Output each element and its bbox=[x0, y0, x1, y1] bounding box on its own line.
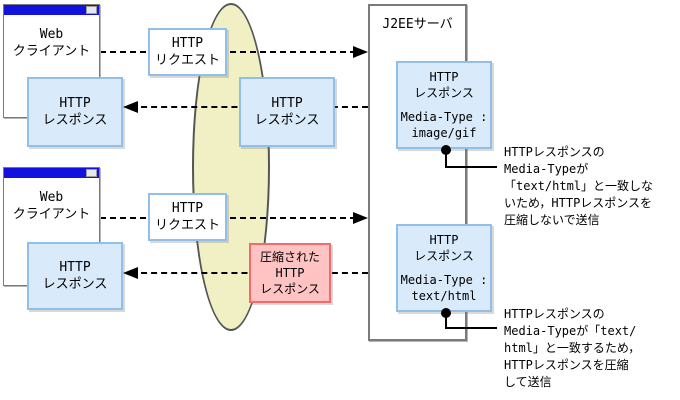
callout-line-horizontal-bottom bbox=[445, 327, 497, 329]
server-response-box-top: HTTP レスポンス Media-Type : image/gif bbox=[396, 61, 492, 149]
request-line-bottom bbox=[100, 217, 356, 219]
response-arrowhead-top-icon bbox=[123, 101, 138, 113]
callout-dot-top bbox=[441, 145, 451, 155]
window-button-icon bbox=[86, 169, 97, 177]
request-box-bottom: HTTP リクエスト bbox=[148, 193, 227, 241]
server-response-box-bottom: HTTP レスポンス Media-Type : text/html bbox=[396, 224, 492, 312]
server-response-media-type-top: Media-Type : image/gif bbox=[400, 110, 488, 140]
request-box-top: HTTP リクエスト bbox=[148, 28, 227, 76]
server-response-title-top: HTTP レスポンス bbox=[414, 70, 474, 100]
request-arrowhead-top-icon bbox=[353, 46, 368, 58]
client-response-box-bottom: HTTP レスポンス bbox=[27, 242, 123, 310]
annotation-bottom: HTTPレスポンスの Media-Typeが「text/ html」と一致するた… bbox=[504, 307, 641, 389]
response-arrowhead-bottom-icon bbox=[123, 267, 138, 279]
window-button-icon bbox=[86, 6, 97, 14]
client-label-top: Web クライアント bbox=[12, 27, 91, 59]
response-box-middle: HTTP レスポンス bbox=[239, 77, 335, 147]
request-line-top bbox=[100, 51, 356, 53]
window-titlebar bbox=[4, 5, 99, 15]
annotation-top: HTTPレスポンスの Media-Typeが 「text/html」と一致しな … bbox=[504, 145, 654, 227]
server-response-media-type-bottom: Media-Type : text/html bbox=[400, 273, 488, 303]
client-label-bottom: Web クライアント bbox=[12, 190, 91, 222]
request-arrowhead-bottom-icon bbox=[353, 212, 368, 224]
callout-dot-bottom bbox=[441, 308, 451, 318]
compressed-response-box: 圧縮された HTTP レスポンス bbox=[249, 243, 331, 303]
callout-line-vertical-top bbox=[445, 150, 447, 168]
window-titlebar bbox=[4, 168, 99, 178]
server-response-title-bottom: HTTP レスポンス bbox=[414, 233, 474, 263]
callout-line-vertical-bottom bbox=[445, 313, 447, 329]
callout-line-horizontal-top bbox=[445, 166, 497, 168]
server-title: J2EEサーバ bbox=[382, 17, 453, 32]
client-response-box-top: HTTP レスポンス bbox=[27, 77, 123, 147]
